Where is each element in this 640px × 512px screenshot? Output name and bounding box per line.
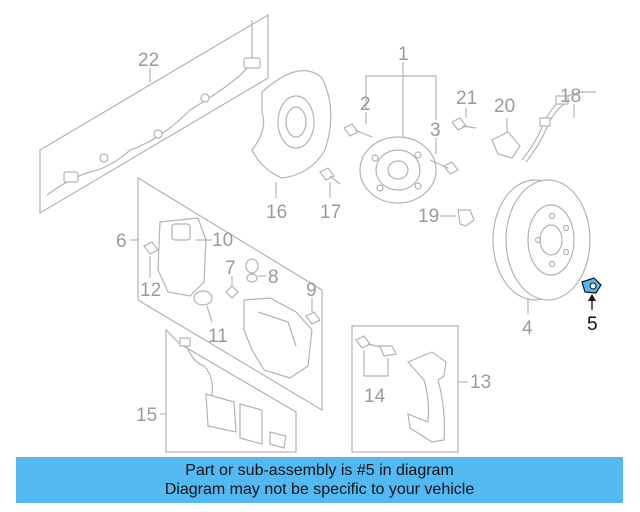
brake-parts-diagram: 1 2 3 4 5 6 7 8 9 10 11 12 13 14 15 16 1… (39, 13, 602, 453)
callout-5: 5 (587, 314, 598, 335)
sensor-hose-group (491, 91, 596, 163)
callout-14: 14 (364, 386, 386, 407)
callout-11: 11 (208, 326, 228, 347)
callout-18: 18 (560, 86, 581, 107)
callout-13: 13 (470, 372, 491, 393)
callout-16: 16 (266, 202, 287, 223)
part-5-screw (581, 277, 602, 310)
callout-15: 15 (136, 405, 157, 426)
callout-20: 20 (494, 96, 515, 117)
callout-10: 10 (212, 230, 233, 251)
callout-7: 7 (225, 258, 236, 279)
bracket-19-group (440, 209, 475, 227)
callout-21: 21 (456, 88, 477, 109)
dust-shield-group (251, 70, 332, 198)
bolt-17-group (319, 167, 341, 198)
callout-6: 6 (116, 231, 127, 252)
bolt-21-group (451, 108, 477, 131)
hub-group (343, 62, 459, 204)
callout-2: 2 (360, 94, 371, 115)
callout-9: 9 (306, 280, 317, 301)
callout-8: 8 (268, 267, 279, 288)
brake-rotor-group (492, 179, 591, 314)
callout-3: 3 (430, 120, 441, 141)
brake-pad-group (160, 328, 297, 453)
caliper-group (130, 176, 323, 412)
banner-line-part-number: Part or sub-assembly is #5 in diagram (185, 462, 454, 479)
abs-sensor-group (39, 13, 269, 215)
callout-19: 19 (418, 206, 439, 227)
guide-pin-group (351, 325, 468, 453)
info-banner: Part or sub-assembly is #5 in diagram Di… (16, 457, 623, 503)
callout-22: 22 (138, 50, 159, 71)
callout-12: 12 (140, 280, 161, 301)
banner-line-disclaimer: Diagram may not be specific to your vehi… (164, 481, 475, 498)
callout-1: 1 (398, 44, 409, 65)
callout-labels: 1 2 3 4 5 6 7 8 9 10 11 12 13 14 15 16 1… (116, 44, 598, 426)
callout-4: 4 (522, 318, 533, 339)
callout-17: 17 (320, 202, 341, 223)
